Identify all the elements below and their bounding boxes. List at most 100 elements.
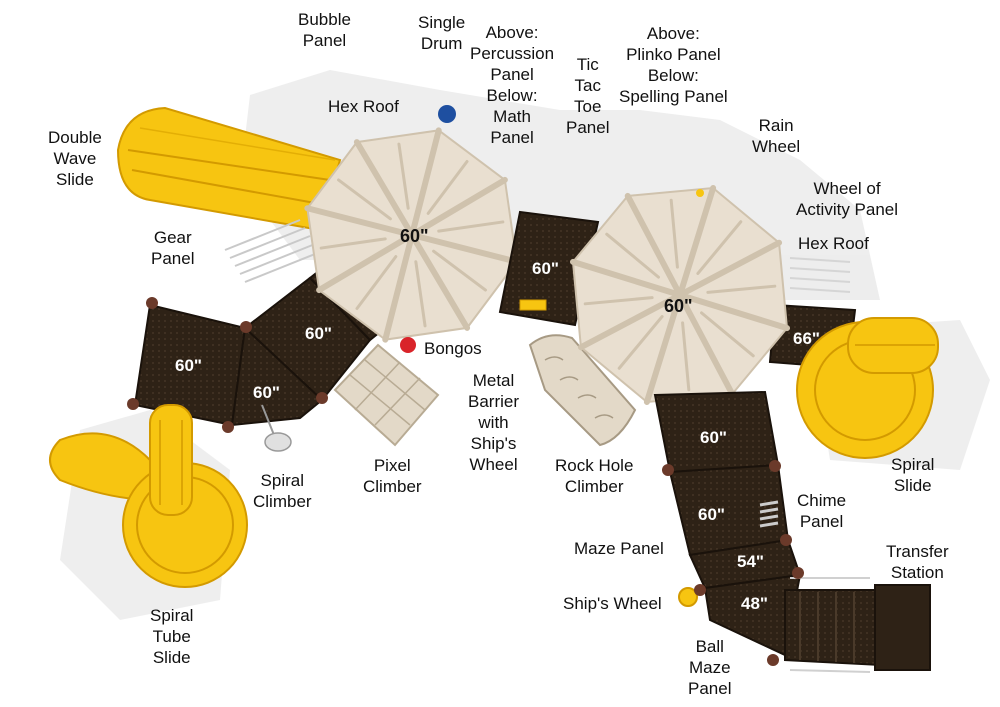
label-line: Wave	[53, 149, 97, 168]
roof-rib	[409, 127, 442, 238]
label-line: Spiral	[260, 471, 305, 490]
deck-height-labels: 60" 60" 60" 60" 60" 60" 66" 60" 60" 54" …	[175, 226, 820, 613]
label-line: Panel	[490, 128, 534, 147]
label-line: Hex Roof	[328, 97, 399, 116]
label-line: Tube	[152, 627, 191, 646]
label-line: with	[478, 413, 509, 432]
label-line: Above:	[485, 23, 539, 42]
label-line: Barrier	[468, 392, 520, 411]
label-bongos: Bongos	[424, 338, 482, 359]
chime-panel-tubes	[759, 500, 779, 528]
label-line: Spiral	[891, 455, 935, 474]
deck-height-tower-upper: 60"	[700, 428, 727, 447]
label-line: Below:	[486, 86, 538, 105]
label-line: Activity Panel	[796, 200, 899, 219]
post-caps	[127, 297, 804, 666]
roof-rib	[677, 292, 790, 332]
roof-rib	[316, 232, 415, 294]
rain-wheel	[696, 189, 704, 197]
roof-rib	[337, 178, 392, 221]
roof-rib	[677, 239, 783, 298]
post-cap	[222, 421, 234, 433]
label-line: Wheel of	[813, 179, 881, 198]
roof-rib	[583, 296, 654, 306]
label-line: Toe	[574, 97, 602, 116]
deck-height-left-upper: 60"	[175, 356, 202, 375]
deck-height-left-lower: 60"	[253, 383, 280, 402]
label-line: Bongos	[424, 339, 482, 358]
post-cap	[769, 460, 781, 472]
label-line: Spiral	[150, 606, 194, 625]
post-cap	[146, 297, 158, 309]
roof-rib	[681, 321, 691, 392]
roof-rib	[432, 249, 487, 292]
roof-rib	[304, 205, 415, 238]
label-line: Transfer	[886, 542, 949, 561]
label-line: Rock Hole	[555, 456, 634, 475]
roof-rib	[677, 185, 717, 298]
roof-rib	[605, 232, 660, 279]
label-line: Below:	[647, 66, 699, 85]
post-cap	[316, 392, 328, 404]
label-line: Pixel	[373, 456, 411, 475]
label-line: Slide	[56, 170, 94, 189]
roof-rib	[382, 232, 415, 343]
roof-rib	[577, 292, 683, 351]
pixel-climber	[333, 343, 440, 447]
roof-rib	[624, 192, 683, 298]
label-line: Plinko Panel	[626, 45, 721, 64]
label-line: Panel	[302, 31, 347, 50]
label-line: Panel	[799, 512, 844, 531]
label-line: Tic	[576, 55, 599, 74]
deck-height-tower-48: 48"	[741, 594, 768, 613]
post-cap	[694, 584, 706, 596]
rock-hole-climber	[528, 334, 637, 447]
ships-wheel-lower	[678, 587, 698, 607]
label-line: Climber	[363, 477, 422, 496]
roof-rib	[696, 220, 743, 275]
label-line: Ship's	[470, 434, 517, 453]
post-cap	[240, 321, 252, 333]
label-line: Ball	[695, 637, 724, 656]
label-line: Climber	[564, 477, 624, 496]
hex-roof-left	[304, 127, 520, 343]
label-hex-roof-right: Hex Roof	[798, 233, 869, 254]
roof-rib	[700, 311, 755, 358]
roof-rib	[669, 198, 679, 269]
label-ships-wheel: Ship's Wheel	[563, 593, 662, 614]
roof-rib	[353, 139, 415, 238]
spiral-climber	[261, 404, 292, 452]
roof-rib	[437, 220, 505, 233]
label-line: Drum	[420, 34, 463, 53]
double-wave-slide	[116, 106, 342, 232]
label-line: Slide	[152, 648, 191, 667]
label-line: Double	[48, 128, 102, 147]
spiral-tube-slide	[49, 404, 248, 588]
label-line: Hex Roof	[798, 234, 869, 253]
roof-rib	[706, 284, 777, 294]
roof-rib	[409, 176, 508, 238]
roof-rib	[414, 260, 427, 328]
deck-height-roof-right: 60"	[664, 296, 693, 316]
label-line: Metal	[472, 371, 515, 390]
label-line: Climber	[253, 492, 312, 511]
bridge-deck	[498, 210, 600, 327]
roof-rib	[319, 237, 387, 250]
label-line: Station	[890, 563, 944, 582]
deck-height-bridge: 60"	[532, 259, 559, 278]
label-wheel-of-activity: Wheel of Activity Panel	[796, 178, 898, 220]
hex-roof-right	[570, 185, 790, 405]
deck-height-right-arm: 66"	[793, 329, 820, 348]
